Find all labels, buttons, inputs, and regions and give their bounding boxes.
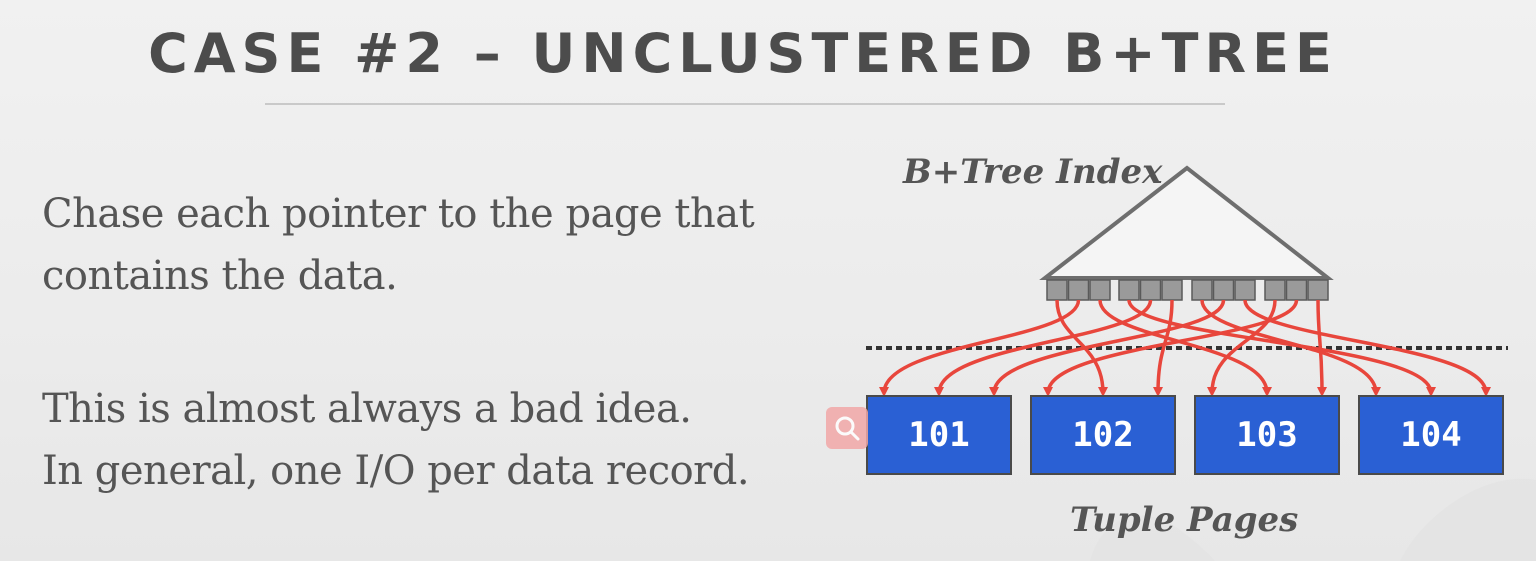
pointer-arrow [989,299,1226,397]
tuple-page: 102 [1030,395,1176,475]
leaf-slot [1089,279,1111,301]
bullet-bad-idea: This is almost always a bad idea. In gen… [42,378,842,502]
leaf-slot [1139,279,1162,301]
bullet-line: Chase each pointer to the page that [42,191,755,237]
leaf-slot [1264,279,1286,301]
pointer-arrow [1316,299,1327,397]
tuple-page: 104 [1358,395,1504,475]
leaf-node-row [1046,279,1329,301]
pointer-arrow [1043,299,1299,397]
leaf-slot [1307,279,1329,301]
pointer-arrow [1243,299,1491,397]
pointer-arrow [879,299,1081,397]
tuple-pages-label: Tuple Pages [1070,500,1299,540]
pointer-arrows [879,299,1491,397]
leaf-slot [1234,279,1256,301]
leaf-slot [1067,279,1090,301]
tuple-page: 103 [1194,395,1340,475]
leaf-slot [1046,279,1068,301]
leaf-slot [1161,279,1183,301]
pointer-arrow [1207,299,1277,397]
title-underline [265,103,1225,105]
bullet-line: This is almost always a bad idea. [42,386,692,432]
pointer-arrow [1055,299,1108,397]
search-button[interactable] [826,407,868,449]
leaf-slot [1285,279,1308,301]
bullet-chase-pointer: Chase each pointer to the page that cont… [42,183,822,307]
pointer-arrow [1098,299,1272,397]
leaf-slot [1212,279,1235,301]
index-label: B+Tree Index [903,152,1163,192]
search-icon [835,416,860,441]
bullet-line: In general, one I/O per data record. [42,448,750,494]
pointer-arrow [1127,299,1436,397]
pointer-arrow [934,299,1153,397]
btree-index-triangle [1039,165,1334,280]
bullet-line: contains the data. [42,253,398,299]
tuple-page: 101 [866,395,1012,475]
leaf-slot [1118,279,1140,301]
leaf-slot [1191,279,1213,301]
slide-title: CASE #2 – UNCLUSTERED B+TREE [148,22,1338,85]
